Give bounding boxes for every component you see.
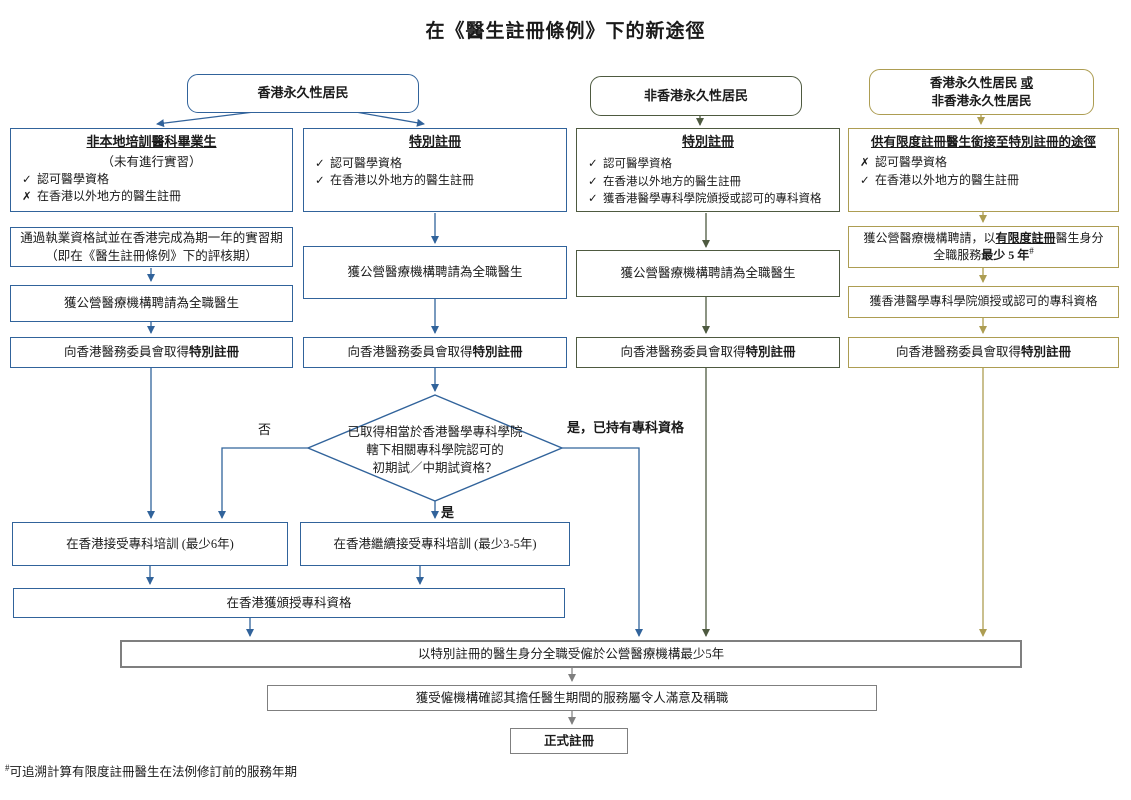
check-icon: ✓ (315, 173, 325, 188)
criteria-item: ✗認可醫學資格 (860, 155, 948, 170)
box-special-registration-path-hk: 特別註冊 ✓認可醫學資格 ✓在香港以外地方的醫生註冊 (303, 128, 567, 212)
box-specialist-training-6y: 在香港接受專科培訓 (最少6年) (12, 522, 288, 566)
header-either-line2: 非香港永久性居民 (931, 94, 1032, 108)
box-special-registration-col2: 向香港醫務委員會取得特別註冊 (303, 337, 567, 368)
box-text: 以特別註冊的醫生身分全職受僱於公營醫療機構最少5年 (417, 646, 725, 661)
box-special-registration-col1: 向香港醫務委員會取得特別註冊 (10, 337, 293, 368)
criteria-item: ✗在香港以外地方的醫生註冊 (22, 189, 182, 204)
footnote-marker: # (1029, 246, 1034, 256)
box-employed-public-fulltime-col1: 獲公營醫療機構聘請為全職醫生 (10, 285, 293, 322)
box-fulltime-public-5y: 以特別註冊的醫生身分全職受僱於公營醫療機構最少5年 (120, 640, 1022, 668)
header-hk-permanent-resident-label: 香港永久性居民 (257, 85, 349, 101)
criteria-item: ✓認可醫學資格 (588, 155, 672, 170)
criteria-item: ✓認可醫學資格 (315, 155, 403, 170)
box-text-line2: 全職服務最少 5 年# (933, 246, 1034, 263)
criteria-item: ✓在香港以外地方的醫生註冊 (315, 173, 475, 188)
box-text-line2: （即在《醫生註冊條例》下的評核期） (45, 249, 258, 263)
box-text: 在香港繼續接受專科培訓 (最少3-5年) (333, 536, 537, 551)
box-text-line1: 通過執業資格試並在香港完成為期一年的實習期 (20, 230, 283, 245)
box-text: 獲香港醫學專科學院頒授或認可的專科資格 (869, 294, 1098, 309)
criteria-list: ✗認可醫學資格 ✓在香港以外地方的醫生註冊 (853, 154, 1114, 189)
check-icon: ✓ (22, 171, 32, 186)
header-non-hk-permanent-resident: 非香港永久性居民 (590, 76, 802, 116)
branch-label-yes: 是 (441, 505, 455, 520)
box-text: 向香港醫務委員會取得特別註冊 (895, 345, 1072, 360)
box-special-registration-col4: 向香港醫務委員會取得特別註冊 (848, 337, 1119, 368)
box-satisfactory-service-confirmation: 獲受僱機構確認其擔任醫生期間的服務屬令人滿意及稱職 (267, 685, 877, 711)
box-limited-registration-service-5y: 獲公營醫療機構聘請，以有限度註冊醫生身分 全職服務最少 5 年# (848, 226, 1119, 268)
branch-label-yes-specialist: 是，已持有專科資格 (567, 420, 685, 435)
header-hk-or-non-hk-resident: 香港永久性居民 或 非香港永久性居民 (869, 69, 1094, 115)
box-title: 特別註冊 (408, 134, 461, 149)
box-text: 獲公營醫療機構聘請為全職醫生 (63, 296, 239, 311)
box-limited-registration-bridge-path: 供有限度註冊醫生銜接至特別註冊的途徑 ✗認可醫學資格 ✓在香港以外地方的醫生註冊 (848, 128, 1119, 212)
box-licensing-exam-internship: 通過執業資格試並在香港完成為期一年的實習期 （即在《醫生註冊條例》下的評核期） (10, 227, 293, 267)
check-icon: ✓ (315, 155, 325, 170)
box-title: 供有限度註冊醫生銜接至特別註冊的途徑 (870, 135, 1096, 149)
box-text: 在香港獲頒授專科資格 (226, 595, 352, 610)
decision-line2: 轄下相關專科學院認可的 (366, 442, 504, 457)
cross-icon: ✗ (22, 189, 32, 204)
box-title: 非本地培訓醫科畢業生 (86, 134, 217, 149)
criteria-item: ✓認可醫學資格 (22, 171, 110, 186)
box-continue-specialist-training-3-5y: 在香港繼續接受專科培訓 (最少3-5年) (300, 522, 570, 566)
check-icon: ✓ (588, 191, 598, 206)
box-text: 向香港醫務委員會取得特別註冊 (620, 345, 796, 360)
header-hk-permanent-resident: 香港永久性居民 (187, 74, 419, 113)
box-employed-public-fulltime-col3: 獲公營醫療機構聘請為全職醫生 (576, 250, 840, 297)
box-special-registration-col3: 向香港醫務委員會取得特別註冊 (576, 337, 840, 368)
box-text: 獲受僱機構確認其擔任醫生期間的服務屬令人滿意及稱職 (415, 690, 729, 705)
decision-line1: 已取得相當於香港醫學專科學院 (347, 425, 523, 439)
criteria-item: ✓在香港以外地方的醫生註冊 (588, 173, 741, 188)
check-icon: ✓ (860, 172, 870, 187)
branch-label-no: 否 (258, 422, 272, 437)
box-text: 獲公營醫療機構聘請為全職醫生 (620, 266, 796, 281)
check-icon: ✓ (588, 173, 598, 188)
decision-exam-qualification: 已取得相當於香港醫學專科學院 轄下相關專科學院認可的 初期試／中期試資格？ (328, 424, 542, 477)
criteria-item: ✓在香港以外地方的醫生註冊 (860, 172, 1020, 187)
box-special-registration-path-nonhk: 特別註冊 ✓認可醫學資格 ✓在香港以外地方的醫生註冊 ✓獲香港醫學專科學院頒授或… (576, 128, 840, 212)
header-non-hk-permanent-resident-label: 非香港永久性居民 (643, 87, 748, 103)
box-academy-specialist-qualification: 獲香港醫學專科學院頒授或認可的專科資格 (848, 286, 1119, 318)
box-full-registration: 正式註冊 (510, 728, 628, 754)
decision-line3: 初期試／中期試資格？ (372, 460, 498, 475)
footnote-marker: # (5, 762, 10, 773)
box-title: 特別註冊 (681, 134, 734, 149)
cross-icon: ✗ (860, 155, 870, 170)
criteria-item: ✓獲香港醫學專科學院頒授或認可的專科資格 (588, 191, 822, 206)
box-text: 正式註冊 (543, 733, 594, 748)
header-either-line1: 香港永久性居民 或 (929, 75, 1034, 90)
box-text-line1: 獲公營醫療機構聘請，以有限度註冊醫生身分 (863, 230, 1104, 245)
criteria-list: ✓認可醫學資格 ✓在香港以外地方的醫生註冊 (308, 155, 562, 190)
criteria-list: ✓認可醫學資格 ✓在香港以外地方的醫生註冊 ✓獲香港醫學專科學院頒授或認可的專科… (581, 155, 835, 208)
box-subtitle: （未有進行實習） (101, 154, 202, 169)
box-text: 在香港接受專科培訓 (最少6年) (66, 536, 234, 551)
criteria-list: ✓認可醫學資格 ✗在香港以外地方的醫生註冊 (15, 171, 288, 206)
box-non-local-trained-graduates: 非本地培訓醫科畢業生 （未有進行實習） ✓認可醫學資格 ✗在香港以外地方的醫生註… (10, 128, 293, 212)
footnote: #可追溯計算有限度註冊醫生在法例修訂前的服務年期 (5, 762, 298, 779)
box-text: 向香港醫務委員會取得特別註冊 (63, 345, 240, 360)
box-employed-public-fulltime-col2: 獲公營醫療機構聘請為全職醫生 (303, 246, 567, 299)
page-title: 在《醫生註冊條例》下的新途徑 (425, 21, 706, 42)
check-icon: ✓ (588, 155, 598, 170)
box-specialist-qualification-hk: 在香港獲頒授專科資格 (13, 588, 565, 618)
box-text: 獲公營醫療機構聘請為全職醫生 (347, 265, 523, 280)
box-text: 向香港醫務委員會取得特別註冊 (347, 345, 523, 360)
